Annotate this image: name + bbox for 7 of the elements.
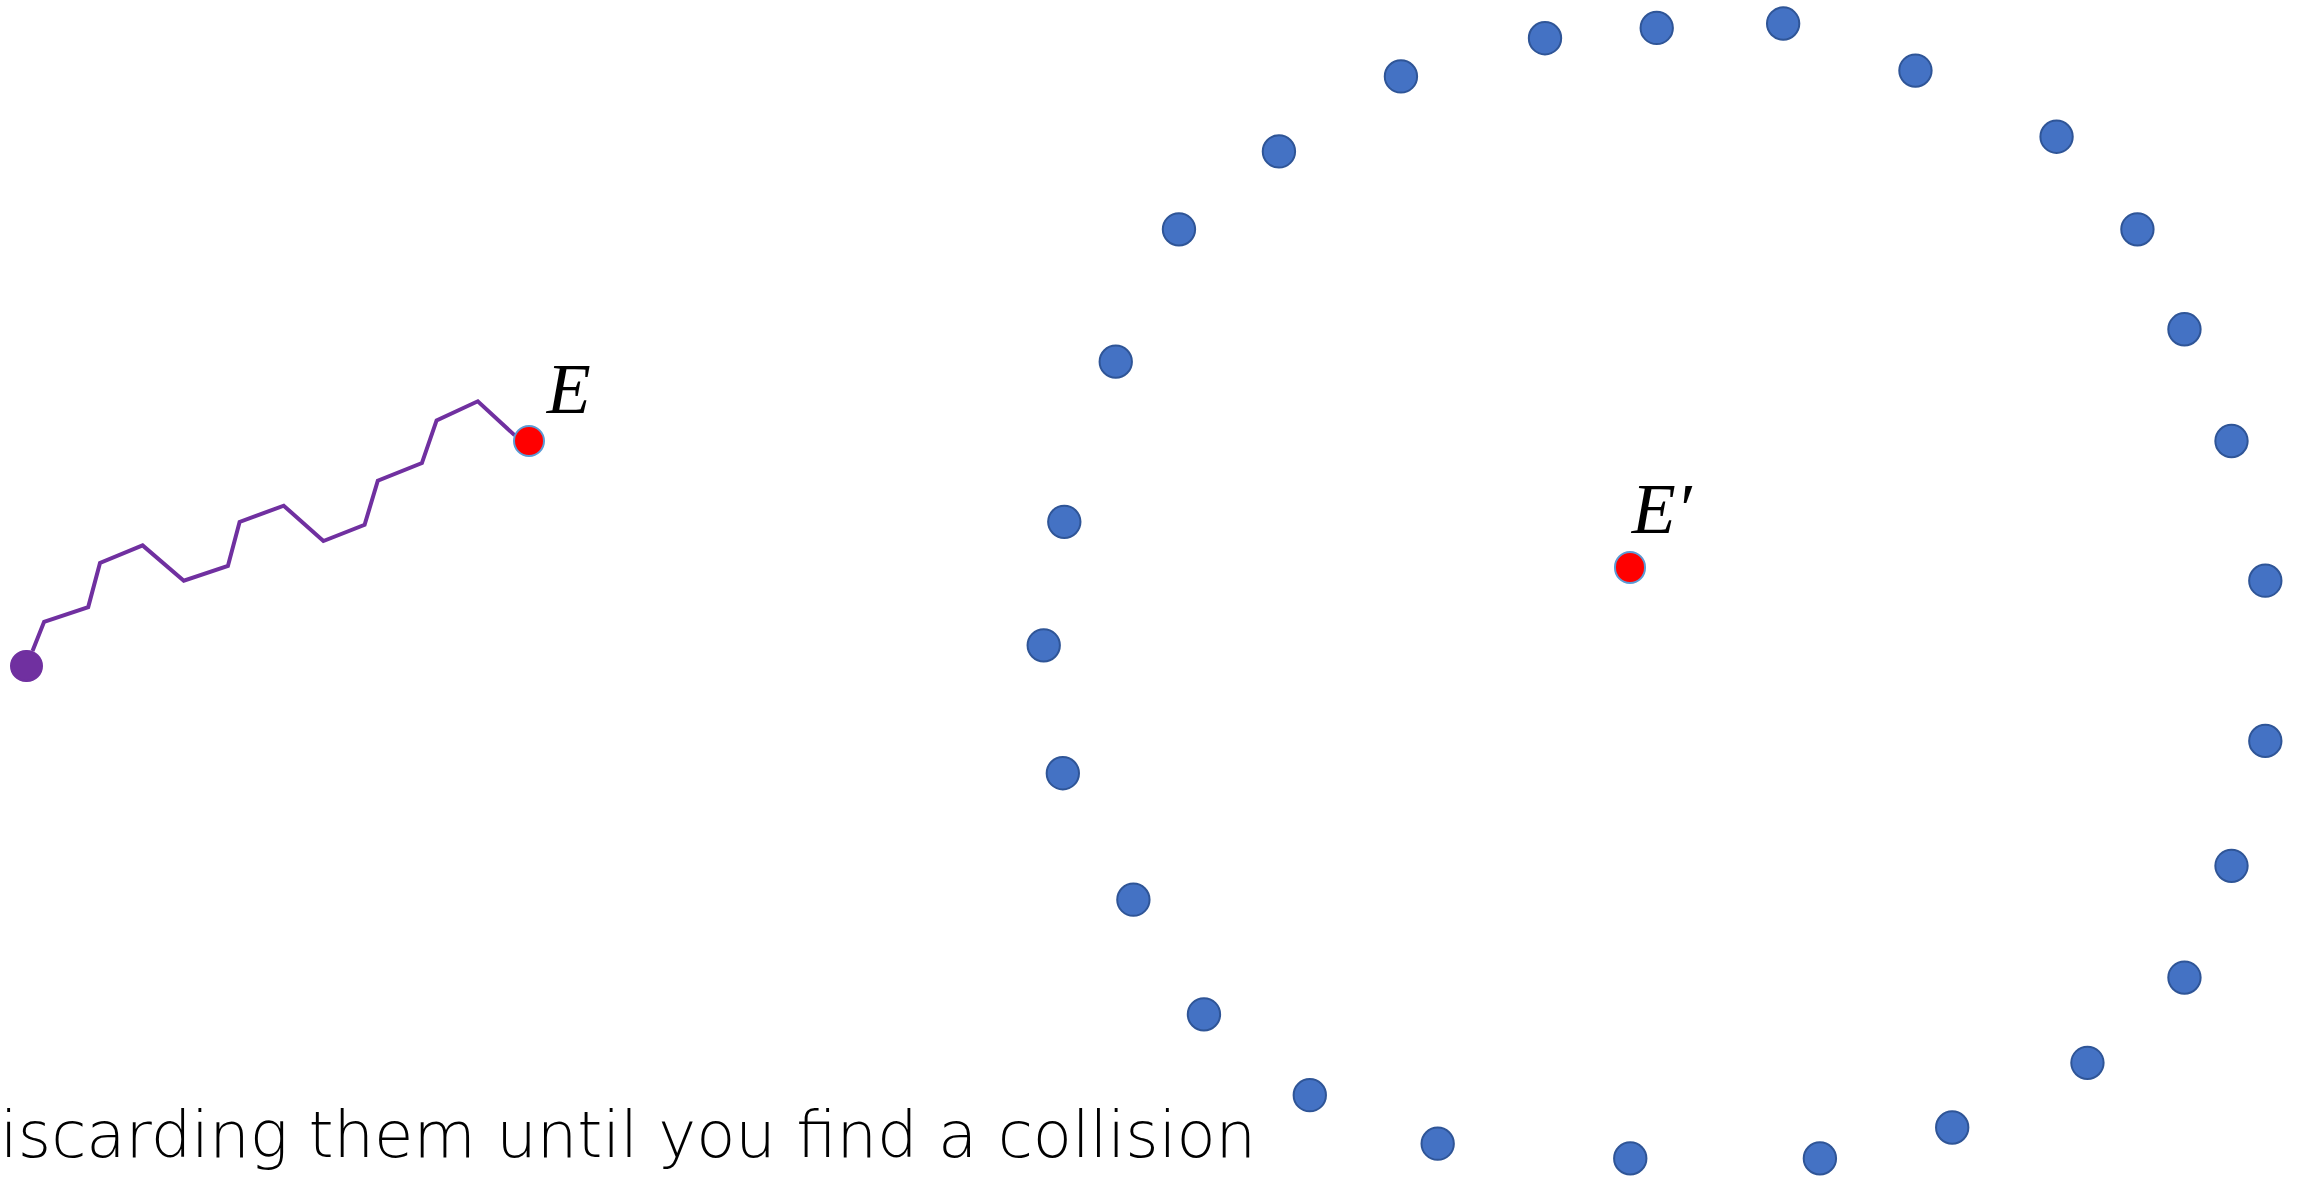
point-label: E′ <box>1631 473 1692 546</box>
point-dot <box>10 649 43 683</box>
point-dot <box>1614 551 1647 584</box>
caption-text: iscarding them until you find a collision <box>0 1100 1257 1171</box>
random-walk-path <box>30 398 517 652</box>
point-label: E <box>546 352 591 425</box>
point-dot <box>513 424 546 458</box>
